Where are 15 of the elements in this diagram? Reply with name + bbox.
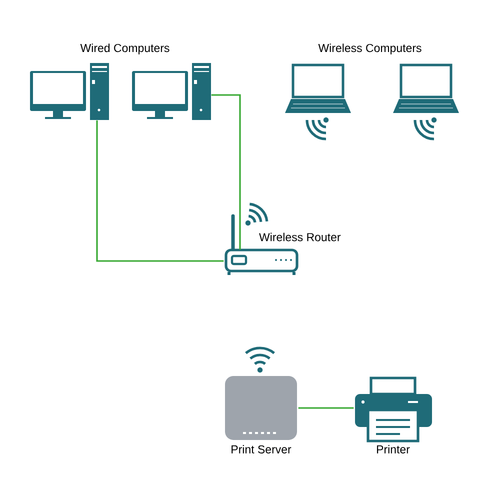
laptop-drawing: [393, 64, 459, 140]
printer-drawing: Printer: [355, 376, 432, 454]
group-label: Wireless Computers: [318, 44, 422, 54]
desktop-computer-drawing: [132, 63, 211, 120]
cable-line: [96, 120, 224, 262]
wireless-router-drawing: Wireless Router: [224, 202, 341, 276]
print-server-drawing: Print Server: [225, 346, 297, 454]
desktop-computer-drawing: [30, 63, 109, 120]
cable-line: [298, 407, 354, 409]
node-label: Wireless Router: [259, 232, 341, 242]
laptop-drawing: [285, 64, 351, 140]
node-label: Printer: [377, 445, 410, 454]
node-label: Print Server: [232, 445, 292, 454]
cable-line: [211, 94, 241, 250]
group-label: Wired Computers: [80, 44, 170, 54]
